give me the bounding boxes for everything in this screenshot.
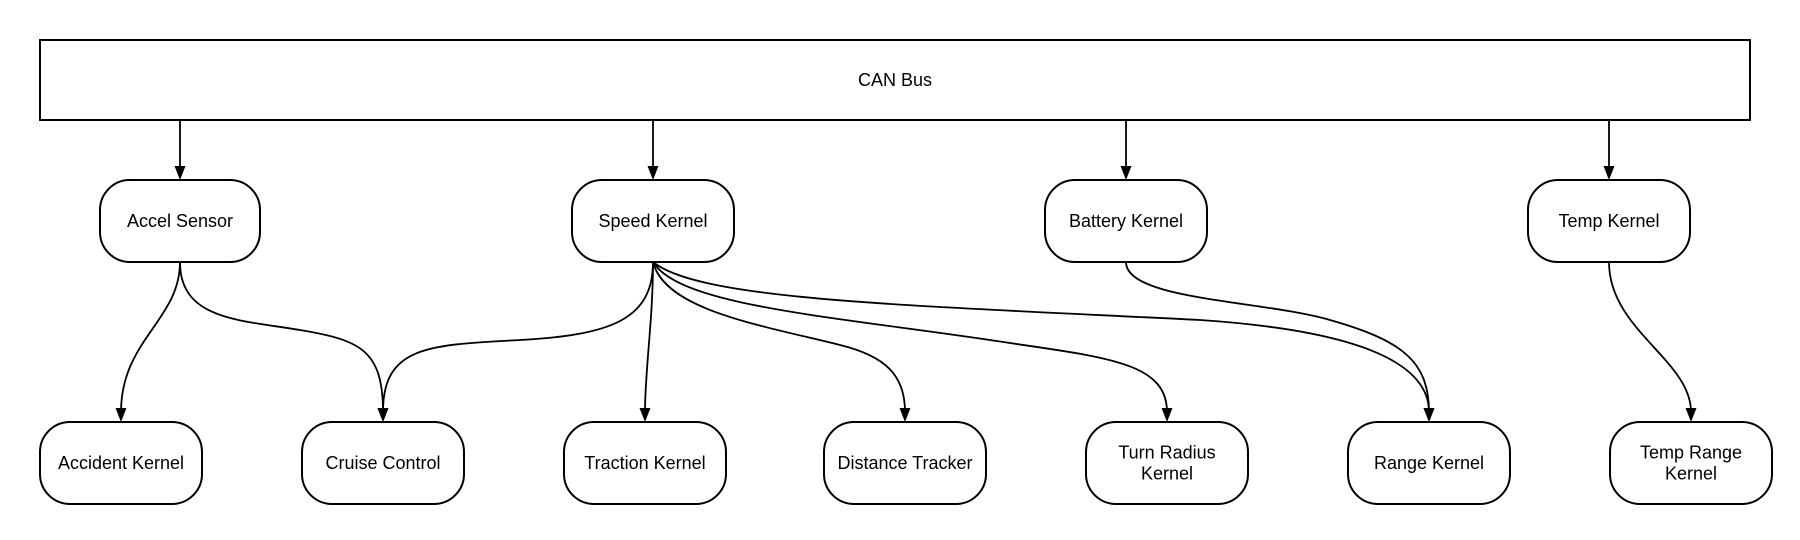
connector-line (179, 261, 384, 413)
node-label: Speed Kernel (598, 211, 707, 231)
node-label: Cruise Control (325, 453, 440, 473)
node-label: Distance Tracker (837, 453, 972, 473)
node-box (1044, 179, 1208, 263)
edge-battery-to-range (1125, 261, 1435, 422)
node-box (39, 421, 203, 505)
arrowhead-icon (1161, 408, 1173, 422)
node-label: Battery Kernel (1069, 211, 1183, 231)
edge-bus-to-accel (174, 120, 186, 180)
node-label: Accel Sensor (127, 211, 233, 231)
edge-speed-to-cruise (377, 261, 654, 422)
arrowhead-icon (174, 166, 186, 180)
node-distance: Distance Tracker (823, 421, 987, 505)
arrowhead-icon (1120, 166, 1132, 180)
edge-bus-to-speed (647, 120, 659, 180)
node-battery: Battery Kernel (1044, 179, 1208, 263)
node-box (1347, 421, 1511, 505)
edge-temp-to-temprange (1608, 261, 1697, 422)
node-label: Temp Kernel (1558, 211, 1659, 231)
node-label: Accident Kernel (58, 453, 184, 473)
node-label: Kernel (1141, 464, 1193, 484)
edge-speed-to-turn (652, 261, 1173, 422)
node-temp: Temp Kernel (1527, 179, 1691, 263)
edge-bus-to-temp (1603, 120, 1615, 180)
arrowhead-icon (115, 408, 127, 422)
node-box (39, 39, 1751, 121)
edges (115, 120, 1697, 422)
connector-line (1608, 261, 1692, 413)
node-box (1527, 179, 1691, 263)
arrowhead-icon (899, 408, 911, 422)
edge-accel-to-cruise (179, 261, 389, 422)
edge-bus-to-battery (1120, 120, 1132, 180)
node-traction: Traction Kernel (563, 421, 727, 505)
node-box (563, 421, 727, 505)
connector-line (120, 261, 181, 413)
connector-line (644, 261, 654, 413)
node-accel: Accel Sensor (99, 179, 261, 263)
node-accident: Accident Kernel (39, 421, 203, 505)
edge-speed-to-range (652, 261, 1435, 422)
arrowhead-icon (1423, 408, 1435, 422)
arrowhead-icon (377, 408, 389, 422)
connector-line (652, 261, 1430, 413)
edge-accel-to-accident (115, 261, 181, 422)
node-box (1609, 421, 1773, 505)
node-label: Kernel (1665, 464, 1717, 484)
arrowhead-icon (647, 166, 659, 180)
node-box (99, 179, 261, 263)
node-cruise: Cruise Control (301, 421, 465, 505)
node-box (301, 421, 465, 505)
arrowhead-icon (639, 408, 651, 422)
node-label: Temp Range (1640, 443, 1742, 463)
connector-line (382, 261, 654, 413)
node-label: Traction Kernel (584, 453, 705, 473)
node-box (823, 421, 987, 505)
arrowhead-icon (1685, 408, 1697, 422)
node-box (1085, 421, 1249, 505)
node-label: Range Kernel (1374, 453, 1484, 473)
node-range: Range Kernel (1347, 421, 1511, 505)
node-label: CAN Bus (858, 70, 932, 90)
node-label: Turn Radius (1118, 443, 1215, 463)
connector-line (652, 261, 906, 413)
edge-speed-to-distance (652, 261, 911, 422)
connector-line (652, 261, 1168, 413)
node-speed: Speed Kernel (571, 179, 735, 263)
arrowhead-icon (1603, 166, 1615, 180)
node-box (571, 179, 735, 263)
edge-speed-to-traction (639, 261, 654, 422)
connector-line (1125, 261, 1430, 413)
node-bus: CAN Bus (39, 39, 1751, 121)
